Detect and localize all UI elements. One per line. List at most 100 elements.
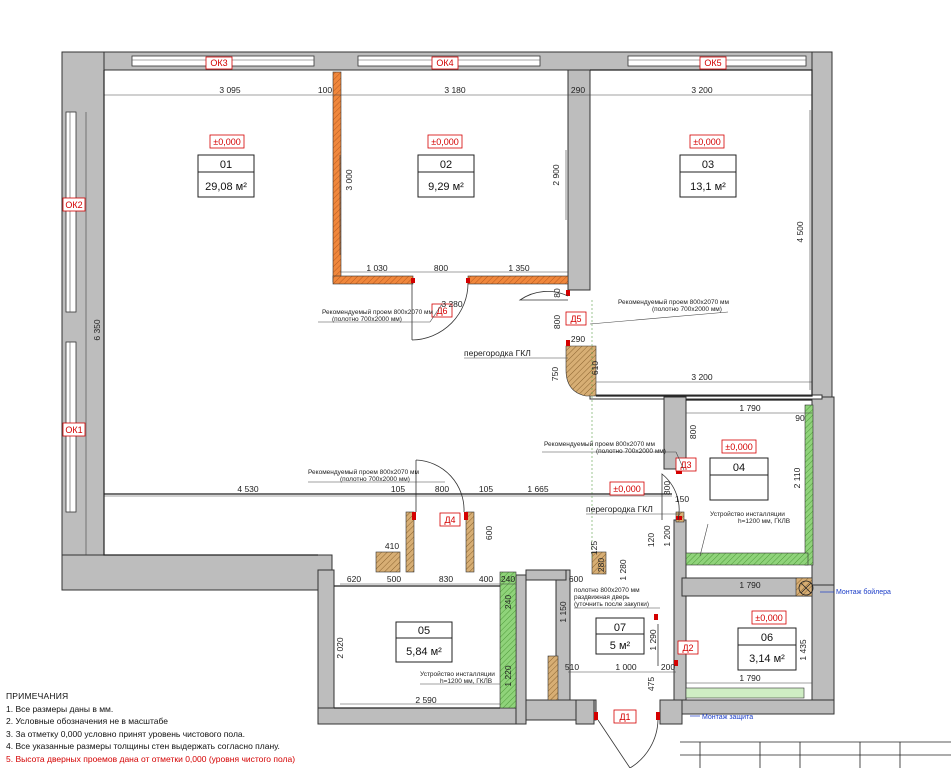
partition-gkl-1: перегородка ГКЛ bbox=[464, 348, 531, 358]
recommended-door-d6: Рекомендуемый проем 800х2070 мм bbox=[322, 308, 434, 316]
sliding-door-2: раздвижная дверь bbox=[574, 594, 630, 601]
room-06-area: 3,14 м² bbox=[749, 653, 785, 665]
dimension-texts: 3 095 100 3 180 290 3 200 3 000 2 900 4 … bbox=[92, 85, 808, 705]
svg-text:750: 750 bbox=[550, 367, 560, 381]
recommended-door-d6-sub: (полотно 700х2000 мм) bbox=[332, 316, 402, 323]
recommended-door-d4: Рекомендуемый проем 800х2070 мм bbox=[308, 468, 420, 476]
sliding-door-3: (уточнить после закупки) bbox=[574, 601, 649, 608]
room-04-level: ±0,000 bbox=[725, 442, 752, 452]
svg-text:800: 800 bbox=[435, 484, 449, 494]
room-02-number: 02 bbox=[440, 159, 452, 171]
room-04-number: 04 bbox=[733, 462, 745, 474]
svg-text:2 590: 2 590 bbox=[415, 695, 437, 705]
partition-gkl-2: перегородка ГКЛ bbox=[586, 504, 653, 514]
annotation-labels: Рекомендуемый проем 800х2070 мм (полотно… bbox=[308, 298, 891, 721]
recommended-door-d4-sub: (полотно 700х2000 мм) bbox=[340, 476, 410, 483]
svg-text:1 030: 1 030 bbox=[366, 263, 388, 273]
svg-text:290: 290 bbox=[571, 85, 585, 95]
note-item-3: 3. За отметку 0,000 условно принят урове… bbox=[6, 728, 245, 739]
svg-text:125: 125 bbox=[589, 541, 599, 555]
svg-text:620: 620 bbox=[347, 574, 361, 584]
svg-text:100: 100 bbox=[318, 85, 332, 95]
install-05-1: Устройство инсталляции bbox=[420, 670, 495, 678]
recommended-door-d5-sub: (полотно 700х2000 мм) bbox=[652, 306, 722, 313]
svg-text:150: 150 bbox=[675, 494, 689, 504]
svg-text:1 790: 1 790 bbox=[739, 403, 761, 413]
svg-text:280: 280 bbox=[596, 558, 606, 572]
recommended-door-d3-sub: (полотно 700х2000 мм) bbox=[596, 448, 666, 455]
svg-text:4 500: 4 500 bbox=[795, 221, 805, 243]
svg-text:80: 80 bbox=[552, 288, 562, 298]
install-04-1: Устройство инсталляции bbox=[710, 510, 785, 518]
svg-text:610: 610 bbox=[590, 361, 600, 375]
green-partitions bbox=[499, 404, 814, 709]
room-06-level: ±0,000 bbox=[755, 613, 782, 623]
door-jambs bbox=[411, 278, 682, 720]
svg-text:3 095: 3 095 bbox=[219, 85, 241, 95]
svg-text:240: 240 bbox=[501, 574, 515, 584]
room-04-tag: ±0,000 04 bbox=[709, 439, 769, 501]
dimension-lines bbox=[85, 94, 812, 705]
boiler-symbol bbox=[798, 580, 814, 596]
room-07-area: 5 м² bbox=[610, 640, 631, 652]
svg-text:830: 830 bbox=[439, 574, 453, 584]
svg-text:410: 410 bbox=[385, 541, 399, 551]
room-03-number: 03 bbox=[702, 159, 714, 171]
door-d2: Д2 bbox=[682, 643, 693, 653]
title-block bbox=[680, 741, 951, 768]
svg-text:800: 800 bbox=[552, 315, 562, 329]
room-01-tag: ±0,000 01 29,08 м² bbox=[197, 134, 255, 198]
window-sills bbox=[69, 59, 806, 512]
room-05-area: 5,84 м² bbox=[406, 646, 442, 658]
room-01-number: 01 bbox=[220, 159, 232, 171]
room-03-tag: ±0,000 03 13,1 м² bbox=[679, 134, 737, 198]
room-01-area: 29,08 м² bbox=[205, 181, 247, 193]
svg-text:1 790: 1 790 bbox=[739, 580, 761, 590]
svg-text:3 200: 3 200 bbox=[691, 85, 713, 95]
svg-text:90: 90 bbox=[795, 413, 805, 423]
svg-text:4 530: 4 530 bbox=[237, 484, 259, 494]
svg-text:800: 800 bbox=[434, 263, 448, 273]
svg-text:2 900: 2 900 bbox=[551, 164, 561, 186]
svg-text:1 220: 1 220 bbox=[503, 665, 513, 687]
svg-text:105: 105 bbox=[391, 484, 405, 494]
room-03-level: ±0,000 bbox=[693, 137, 720, 147]
svg-text:1 790: 1 790 bbox=[739, 673, 761, 683]
room-outlines bbox=[103, 69, 813, 709]
orange-partitions bbox=[332, 71, 569, 285]
svg-text:1 435: 1 435 bbox=[798, 639, 808, 661]
svg-text:240: 240 bbox=[503, 595, 513, 609]
svg-text:1 000: 1 000 bbox=[615, 662, 637, 672]
shield-label: Монтаж защита bbox=[702, 714, 753, 721]
svg-text:1 350: 1 350 bbox=[508, 263, 530, 273]
svg-text:3 200: 3 200 bbox=[691, 372, 713, 382]
room-06-number: 06 bbox=[761, 632, 773, 644]
svg-text:1 200: 1 200 bbox=[662, 525, 672, 547]
notes-block: ПРИМЕЧАНИЯ 1. Все размеры даны в мм. 2. … bbox=[6, 690, 336, 766]
door-tags: Д6 Д5 Д4 Д3 Д2 Д1 bbox=[431, 303, 699, 724]
room-01-level: ±0,000 bbox=[213, 137, 240, 147]
room-07-tag: ±0,000 07 5 м² bbox=[595, 481, 645, 655]
svg-text:3 180: 3 180 bbox=[444, 85, 466, 95]
note-item-5: 5. Высота дверных проемов дана от отметк… bbox=[6, 753, 296, 764]
door-d3: Д3 bbox=[680, 460, 691, 470]
svg-text:3 280: 3 280 bbox=[441, 299, 463, 309]
room-07-level: ±0,000 bbox=[613, 484, 640, 494]
svg-text:600: 600 bbox=[569, 574, 583, 584]
svg-text:800: 800 bbox=[688, 425, 698, 439]
exterior-walls bbox=[61, 51, 835, 725]
window-ok1: ОК1 bbox=[65, 425, 82, 435]
room-05-tag: 05 5,84 м² bbox=[395, 621, 453, 663]
room-03-area: 13,1 м² bbox=[690, 181, 726, 193]
note-item-1: 1. Все размеры даны в мм. bbox=[6, 703, 114, 714]
sliding-door-1: полотно 800х2070 мм bbox=[574, 587, 640, 594]
svg-text:1 280: 1 280 bbox=[618, 559, 628, 581]
svg-text:120: 120 bbox=[646, 533, 656, 547]
svg-text:3 000: 3 000 bbox=[344, 169, 354, 191]
install-05-2: h=1200 мм, ГКЛВ bbox=[440, 678, 492, 685]
svg-text:1 290: 1 290 bbox=[648, 629, 658, 651]
door-d6: Д6 bbox=[436, 306, 447, 316]
door-d5: Д5 bbox=[570, 314, 581, 324]
boiler-label: Монтаж бойлера bbox=[836, 588, 891, 596]
